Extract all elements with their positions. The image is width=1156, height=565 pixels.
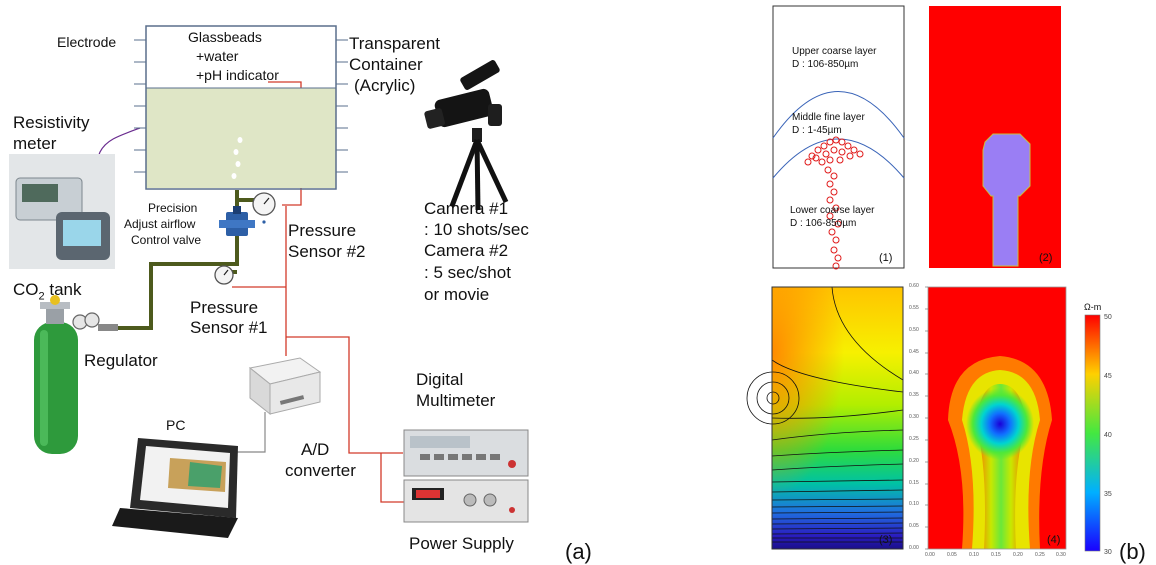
- colorbar-tick: 30: [1104, 549, 1112, 556]
- colorbar-tick: 35: [1104, 491, 1112, 498]
- x-tick-label: 0.30: [1056, 552, 1066, 558]
- co2-prefix: CO: [13, 280, 39, 299]
- bubble-markers: [804, 136, 864, 270]
- valve-label-line3: Control valve: [131, 233, 202, 247]
- video-camera-icon: [424, 60, 509, 211]
- y-axis-ticks: [925, 286, 928, 550]
- resistivity-image: [927, 286, 1067, 550]
- sub-figure-2-number: (2): [1039, 252, 1053, 264]
- pressure-gauge-1-icon: [214, 265, 234, 285]
- container-contents-line2: +water: [196, 48, 239, 64]
- y-tick-label: 0.40: [909, 370, 919, 376]
- panel-b-tag: (b): [1119, 539, 1146, 564]
- ad-converter-line1: A/D: [301, 440, 330, 459]
- camera-info-line4: : 5 sec/shot: [424, 263, 511, 282]
- lower-layer-size: D : 106-850µm: [790, 218, 857, 229]
- multimeter-line2: Multimeter: [416, 391, 496, 410]
- power-supply-label: Power Supply: [409, 534, 514, 553]
- container-label-line3: (Acrylic): [354, 76, 416, 95]
- container-contents-line3: +pH indicator: [196, 67, 279, 83]
- regulator-label: Regulator: [84, 351, 158, 370]
- y-tick-label: 0.05: [909, 523, 919, 529]
- middle-layer-name: Middle fine layer: [792, 112, 865, 123]
- camera-info-line1: Camera #1: [424, 199, 509, 218]
- pc-label: PC: [166, 417, 186, 433]
- potential-field: [746, 286, 904, 550]
- control-valve-icon: [219, 206, 255, 236]
- multimeter-line1: Digital: [416, 370, 464, 389]
- x-tick-label: 0.05: [947, 552, 957, 558]
- middle-layer-size: D : 1-45µm: [792, 125, 842, 136]
- model-geometry: [929, 6, 1061, 268]
- camera-info-line2: : 10 shots/sec: [424, 220, 529, 239]
- y-tick-label: 0.00: [909, 545, 919, 551]
- electrode-label: Electrode: [57, 34, 117, 50]
- regulator-icon: [72, 312, 118, 331]
- valve-label-line1: Precision: [148, 201, 198, 215]
- y-tick-label: 0.35: [909, 392, 919, 398]
- x-tick-label: 0.15: [991, 552, 1001, 558]
- container-contents-line1: Glassbeads: [188, 29, 262, 45]
- setup-diagram: [9, 25, 529, 538]
- co2-subscript: 2: [38, 290, 45, 303]
- sub-figure-1-number: (1): [879, 252, 893, 264]
- x-tick-label: 0.20: [1013, 552, 1023, 558]
- upper-layer-name: Upper coarse layer: [792, 46, 877, 57]
- x-tick-label: 0.25: [1035, 552, 1045, 558]
- y-tick-label: 0.25: [909, 436, 919, 442]
- model-sketch: [772, 5, 905, 270]
- pc-cable: [228, 412, 266, 453]
- pressure-sensor-1-line1: Pressure: [190, 298, 259, 317]
- upper-layer-size: D : 106-850µm: [792, 59, 859, 70]
- colorbar: [1084, 314, 1101, 552]
- y-tick-label: 0.55: [909, 305, 919, 311]
- pressure-gauge-2-icon: [252, 192, 276, 224]
- y-tick-label: 0.45: [909, 349, 919, 355]
- camera-info-line5: or movie: [424, 285, 490, 304]
- y-tick-label: 0.30: [909, 414, 919, 420]
- y-tick-label: 0.10: [909, 501, 919, 507]
- pressure-sensor-2-line2: Sensor #2: [288, 242, 366, 261]
- y-tick-label: 0.50: [909, 327, 919, 333]
- digital-multimeter-icon: [403, 429, 529, 477]
- panel-a-tag: (a): [565, 539, 592, 564]
- y-tick-label: 0.20: [909, 458, 919, 464]
- colorbar-tick: 50: [1104, 314, 1112, 321]
- sub-figure-3-number: (3): [879, 534, 893, 546]
- colorbar-tick: 45: [1104, 373, 1112, 380]
- container-label-line2: Container: [349, 55, 423, 74]
- valve-label-line2: Adjust airflow: [124, 217, 196, 231]
- laptop-pc-icon: [112, 438, 238, 538]
- co2-suffix: tank: [44, 280, 82, 299]
- resistivity-meter-line1: Resistivity: [13, 113, 90, 132]
- lower-layer-name: Lower coarse layer: [790, 205, 875, 216]
- sub-figure-4-number: (4): [1047, 534, 1061, 546]
- y-tick-label: 0.60: [909, 283, 919, 289]
- container-label-line1: Transparent: [349, 34, 441, 53]
- co2-tank-label: CO2 tank: [13, 279, 81, 307]
- ad-converter-line2: converter: [285, 461, 356, 480]
- colorbar-tick: 40: [1104, 432, 1112, 439]
- x-tick-label: 0.00: [925, 552, 935, 558]
- co2-tank-icon: [34, 295, 78, 454]
- colorbar-unit: Ω-m: [1084, 302, 1102, 312]
- pressure-sensor-1-line2: Sensor #1: [190, 318, 268, 337]
- y-tick-label: 0.15: [909, 480, 919, 486]
- acrylic-container: [134, 25, 348, 190]
- resistivity-meter-line2: meter: [13, 134, 57, 153]
- resistivity-meter-icon: [9, 154, 115, 269]
- camera-info-line3: Camera #2: [424, 241, 509, 260]
- x-tick-label: 0.10: [969, 552, 979, 558]
- pressure-sensor-2-line1: Pressure: [288, 221, 357, 240]
- power-supply-icon: [403, 479, 529, 523]
- ad-converter-icon: [248, 357, 322, 416]
